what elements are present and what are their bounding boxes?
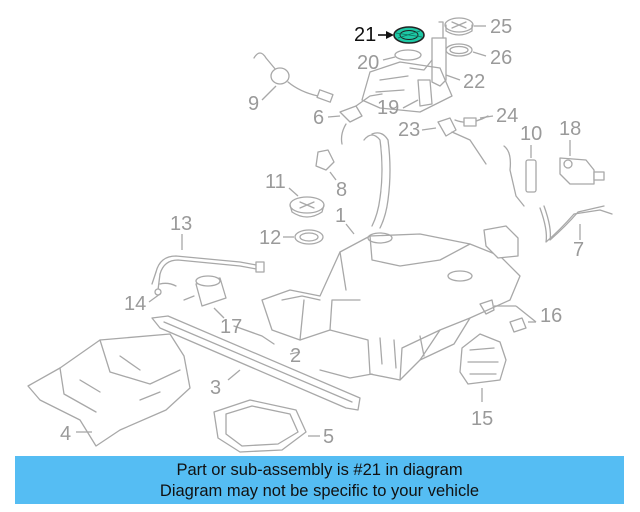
leader-21-arrow: [386, 31, 394, 39]
banner-line-part: Part or sub-assembly is #21 in diagram: [176, 461, 463, 479]
leader-2: [289, 351, 301, 355]
part-3-crossmember[interactable]: [151, 315, 361, 411]
part-16-clips[interactable]: [479, 299, 527, 333]
callout-9: 9: [248, 93, 259, 115]
callout-3: 3: [210, 377, 221, 399]
leader-17: [213, 307, 225, 319]
callout-8: 8: [336, 179, 347, 201]
callout-10: 10: [520, 123, 542, 145]
part-1-fuel-tank[interactable]: [261, 132, 521, 381]
info-banner: Part or sub-assembly is #21 in diagram D…: [15, 456, 624, 504]
part-18-valve[interactable]: [559, 157, 605, 185]
callout-24: 24: [496, 105, 518, 127]
part-11-flange[interactable]: [289, 196, 325, 218]
callout-13: 13: [170, 213, 192, 235]
part-26-ring[interactable]: [445, 43, 473, 57]
part-14-connector[interactable]: [154, 282, 177, 296]
parts-diagram: 21 25 20 26 22 9 6 19 24 23 10 18 11 8 1…: [27, 16, 613, 453]
part-5-cover[interactable]: [213, 399, 307, 453]
part-6-connector[interactable]: [339, 93, 383, 145]
part-10-hose[interactable]: [503, 145, 537, 207]
leader-24: [479, 115, 494, 119]
callout-17: 17: [220, 316, 242, 338]
callout-26: 26: [490, 47, 512, 69]
callout-15: 15: [471, 408, 493, 430]
callout-23: 23: [398, 119, 420, 141]
callout-12: 12: [259, 227, 281, 249]
leader-26: [472, 51, 487, 57]
part-23-connector[interactable]: [437, 117, 487, 165]
part-19-pump[interactable]: [361, 61, 453, 113]
part-12-ring[interactable]: [294, 229, 324, 245]
part-17-filter[interactable]: [183, 275, 227, 307]
part-21-seal-ring[interactable]: [393, 26, 425, 44]
callout-14: 14: [124, 293, 146, 315]
part-20-ring[interactable]: [394, 49, 422, 61]
part-25-cap[interactable]: [444, 17, 474, 36]
callout-6: 6: [313, 107, 324, 129]
callout-25: 25: [490, 16, 512, 38]
callout-4: 4: [60, 423, 71, 445]
leader-19: [402, 99, 419, 109]
callout-2: 2: [290, 345, 301, 367]
leader-22: [445, 74, 461, 81]
leader-20: [382, 56, 396, 61]
callout-20: 20: [357, 52, 379, 74]
part-2-straps[interactable]: [233, 325, 373, 379]
part-4-heat-shield[interactable]: [27, 333, 191, 447]
leader-14: [148, 293, 161, 303]
callout-7: 7: [573, 239, 584, 261]
part-7-line[interactable]: [539, 205, 613, 243]
part-8-bracket[interactable]: [315, 149, 335, 171]
banner-line-disclaimer: Diagram may not be specific to your vehi…: [159, 482, 480, 500]
callout-19: 19: [377, 97, 399, 119]
callout-22: 22: [463, 71, 485, 93]
leader-3: [227, 369, 241, 381]
callout-18: 18: [559, 118, 581, 140]
callout-1: 1: [335, 205, 346, 227]
leader-23: [421, 127, 437, 131]
callout-11: 11: [265, 171, 286, 193]
part-13-fuel-line[interactable]: [151, 255, 265, 291]
part-15-shield[interactable]: [459, 333, 507, 385]
part-22-sender[interactable]: [409, 21, 447, 87]
leader-6: [327, 115, 341, 118]
leader-8: [329, 171, 337, 181]
leader-1: [345, 223, 355, 235]
part-9-vent-line[interactable]: [253, 52, 334, 103]
leader-9: [261, 85, 277, 101]
callout-5: 5: [323, 426, 334, 448]
callout-16: 16: [540, 305, 562, 327]
callout-21: 21: [354, 24, 376, 46]
leader-11: [288, 187, 299, 197]
leader-16c: [515, 305, 537, 323]
